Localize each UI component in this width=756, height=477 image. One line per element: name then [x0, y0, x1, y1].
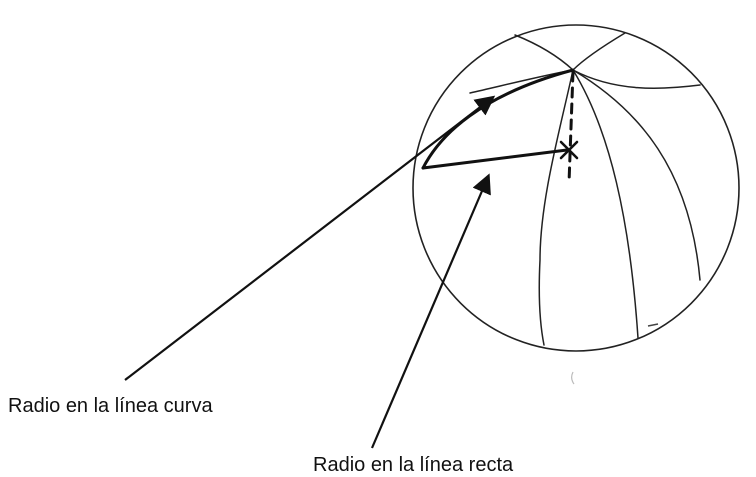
straight-radius-label: Radio en la línea recta: [313, 454, 514, 476]
curve-label-arrow: [124, 95, 496, 381]
center-x-mark: [559, 140, 579, 160]
stray-mark: [647, 323, 659, 327]
meridian-line: [572, 69, 701, 281]
pole-to-center-dashed-line: [567, 70, 575, 185]
meridian-line: [572, 69, 701, 89]
straight-radius-line: [421, 148, 569, 170]
sphere-meridians: [469, 32, 701, 346]
meridian-line: [538, 69, 574, 346]
meridian-line: [572, 32, 626, 71]
sphere-outline: [412, 24, 740, 352]
stray-mark: [571, 371, 575, 385]
curve-radius-label: Radio en la línea curva: [8, 395, 213, 417]
straight-label-arrow: [370, 173, 491, 449]
meridian-line: [572, 69, 639, 339]
meridian-line: [514, 34, 574, 71]
